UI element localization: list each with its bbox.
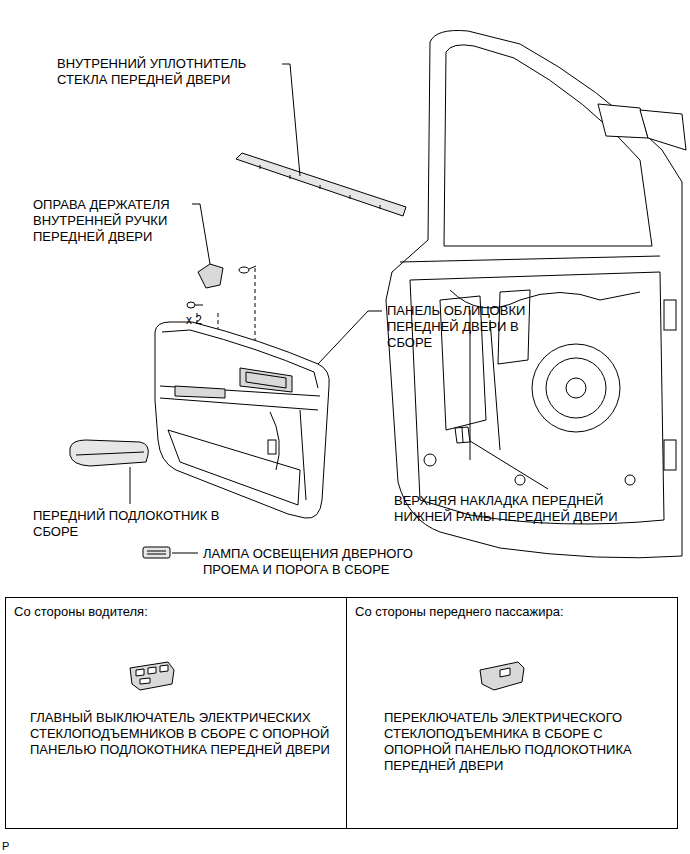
part-name: ПЕРЕКЛЮЧАТЕЛЬ ЭЛЕКТРИЧЕСКОГО СТЕКЛОПОДЪЕ…	[384, 710, 662, 774]
mirror	[640, 110, 686, 150]
window-opening	[444, 45, 652, 246]
reflector	[268, 440, 276, 454]
handle	[246, 372, 286, 388]
hinge	[664, 300, 676, 330]
door-frame	[386, 30, 686, 557]
mirror-base	[598, 104, 648, 138]
leader-line	[282, 64, 300, 176]
part-name: ЛАМПА ОСВЕЩЕНИЯ ДВЕРНОГО ПРОЕМА И ПОРОГА…	[203, 546, 443, 578]
fasteners	[187, 264, 256, 308]
armrest-line	[160, 386, 320, 410]
trim-outline	[155, 322, 329, 518]
courtesy-lamp	[143, 547, 170, 558]
seal-strip	[236, 153, 406, 216]
leader-line	[172, 553, 198, 554]
panel-heading: Со стороны водителя:	[14, 604, 334, 620]
door-trim-panel	[155, 322, 329, 518]
switch-icons	[130, 662, 524, 690]
trim-detail	[270, 410, 306, 500]
screw-shank	[249, 266, 256, 269]
screw-head	[239, 267, 249, 273]
quantity-note: x 2	[186, 312, 226, 328]
part-name: ГЛАВНЫЙ ВЫКЛЮЧАТЕЛЬ ЭЛЕКТРИЧЕСКИХ СТЕКЛО…	[30, 710, 342, 758]
figure-code: P	[2, 838, 22, 854]
lamp-lens	[147, 551, 166, 554]
speaker-center	[566, 378, 586, 398]
door-belt	[400, 256, 660, 262]
passenger-switch	[480, 662, 524, 690]
switch-buttons	[136, 665, 168, 684]
map-pocket	[168, 430, 300, 505]
armrest	[70, 440, 148, 466]
part-name: ПАНЕЛЬ ОБЛИЦОВКИ ПЕРЕДНЕЙ ДВЕРИ В СБОРЕ	[387, 303, 547, 351]
small-parts	[70, 427, 470, 558]
leader-lines	[130, 64, 548, 553]
leader-line	[192, 204, 210, 264]
panel-heading: Со стороны переднего пассажира:	[355, 604, 670, 620]
part-name: ПЕРЕДНИЙ ПОДЛОКОТНИК В СБОРЕ	[33, 508, 229, 540]
seal-clips	[260, 165, 380, 209]
speaker-outer	[532, 344, 620, 432]
hinge	[664, 440, 676, 470]
frame-garnish	[455, 427, 470, 443]
glass-seal	[236, 153, 406, 216]
leader-line	[130, 467, 131, 504]
handle-recess	[240, 368, 292, 392]
part-name: ОПРАВА ДЕРЖАТЕЛЯ ВНУТРЕННЕЙ РУЧКИ ПЕРЕДН…	[33, 197, 209, 245]
leader-line	[318, 311, 382, 364]
hole	[424, 454, 436, 466]
switch-button	[500, 668, 510, 677]
master-switch	[130, 662, 174, 690]
part-name: ВЕРХНЯЯ НАКЛАДКА ПЕРЕДНЕЙ НИЖНЕЙ РАМЫ ПЕ…	[394, 493, 656, 525]
panel-box: Со стороны переднего пассажира: ПЕРЕКЛЮЧА…	[347, 597, 678, 829]
part-name: ВНУТРЕННИЙ УПЛОТНИТЕЛЬ СТЕКЛА ПЕРЕДНЕЙ Д…	[57, 56, 283, 88]
switch-recess	[175, 386, 225, 398]
speaker-inner	[546, 358, 606, 418]
leader-line	[470, 441, 548, 489]
door-outline	[386, 30, 682, 557]
screw-shank	[195, 305, 203, 306]
handle-bezel	[198, 264, 223, 288]
panel-box: Со стороны водителя: ГЛАВНЫЙ ВЫКЛЮЧАТЕЛЬ …	[5, 597, 347, 829]
garnish-fold	[462, 428, 463, 442]
hole	[625, 475, 635, 485]
armrest-edge	[76, 452, 144, 455]
hole	[515, 475, 525, 485]
screw-head	[187, 302, 195, 308]
